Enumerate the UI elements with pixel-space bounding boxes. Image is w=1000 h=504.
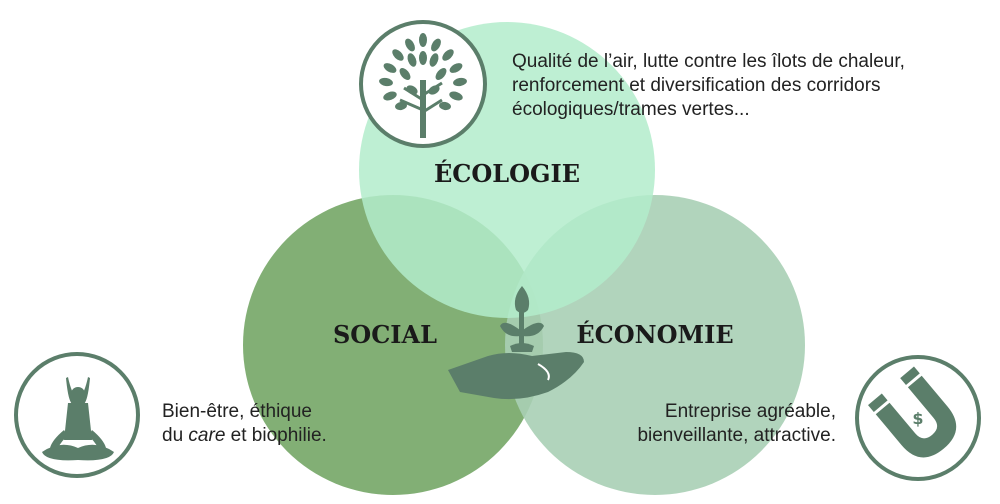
dollar-icon: $: [912, 409, 923, 428]
social-label: SOCIAL: [333, 320, 437, 349]
social-desc-line: du care et biophilie.: [162, 424, 382, 448]
meditation-icon: [14, 352, 140, 478]
ecologie-desc-line: écologiques/trames vertes...: [512, 99, 750, 120]
social-desc-suffix: et biophilie.: [225, 425, 327, 446]
ecologie-desc-line: Qualité de l’air, lutte contre les îlots…: [512, 51, 905, 72]
social-desc-prefix: du: [162, 425, 189, 446]
economie-description: Entreprise agréable, bienveillante, attr…: [596, 400, 836, 448]
economie-desc-line: bienveillante, attractive.: [637, 425, 836, 446]
ecologie-desc-line: renforcement et diversification des corr…: [512, 75, 881, 96]
social-desc-line: Bien-être, éthique: [162, 401, 312, 422]
economie-desc-line: Entreprise agréable,: [664, 401, 836, 422]
ecologie-label: ÉCOLOGIE: [434, 159, 580, 188]
magnet-icon: $: [855, 355, 981, 481]
social-description: Bien-être, éthique du care et biophilie.: [162, 400, 382, 448]
ecologie-description: Qualité de l’air, lutte contre les îlots…: [512, 50, 952, 122]
tree-icon: [359, 20, 487, 148]
economie-label: ÉCONOMIE: [576, 320, 733, 349]
hand-plant-icon: [448, 286, 584, 400]
social-desc-italic: care: [188, 425, 226, 446]
